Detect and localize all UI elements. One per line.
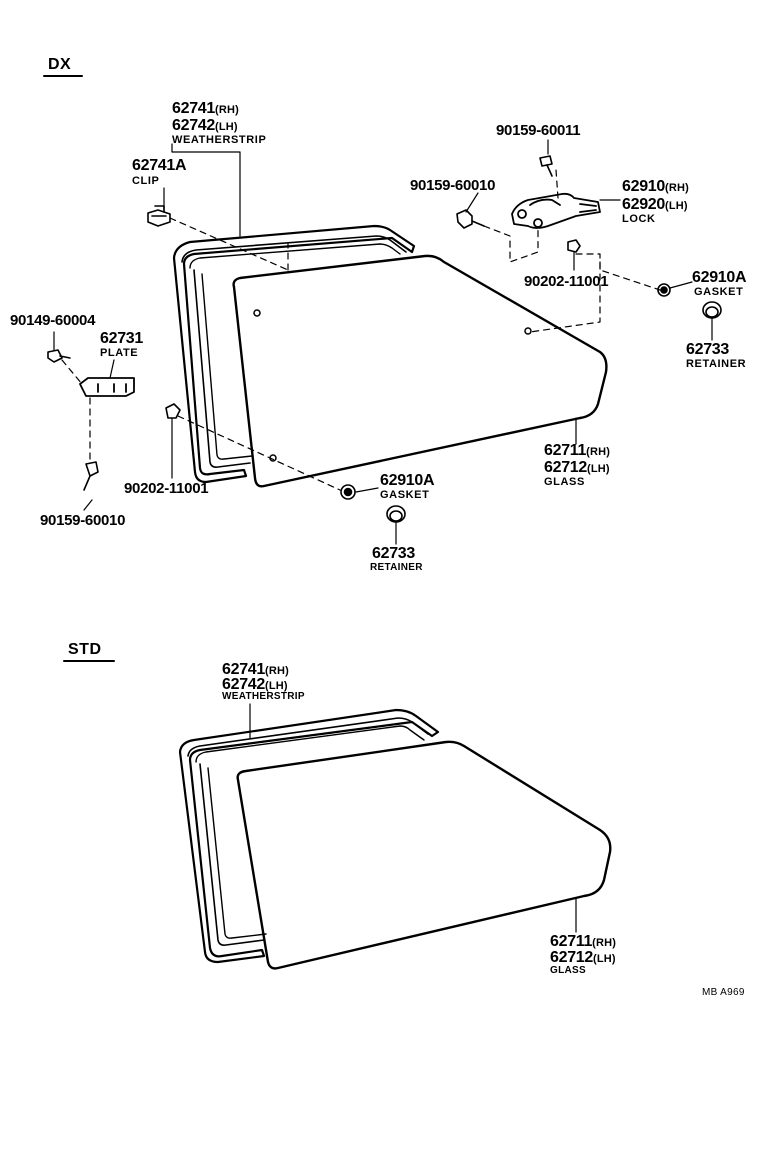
dx-washer-lower [165,403,181,419]
dx-weatherstrip [172,224,416,484]
dx-clip-part-number: 62741A [132,157,187,174]
std-glass-name: GLASS [550,965,586,976]
part-number: 62712 [544,459,587,476]
side-suffix: (LH) [665,200,688,212]
dx-bolt-plate-part-number: 90159-60010 [40,512,126,529]
std-weatherstrip-name: WEATHERSTRIP [222,691,305,702]
std-weatherstrip-rh-label: 62741(RH) [222,662,289,678]
part-number: 62741 [172,100,215,117]
dx-lock-lh-label: 62920(LH) [622,197,688,213]
dx-retainer-right-name: RETAINER [686,358,747,370]
dx-glass-rh-label: 62711(RH) [544,443,610,459]
part-number: 62920 [622,196,665,213]
dx-weatherstrip-rh-label: 62741(RH) [172,101,239,117]
dx-gasket-lower-name: GASKET [380,489,430,501]
dx-retainer-lower [386,505,406,523]
dx-plate-part-number: 62731 [100,330,143,347]
std-glass-lh-label: 62712(LH) [550,950,616,966]
side-suffix: (RH) [665,182,690,194]
dx-screw-plate [47,349,71,363]
dx-retainer-lower-name: RETAINER [370,562,423,573]
dx-washer-upper-part-number: 90202-11001 [524,273,609,290]
side-suffix: (LH) [265,680,288,692]
side-suffix: (RH) [586,446,611,458]
dx-plate-name: PLATE [100,347,139,359]
std-glass-rh-label: 62711(RH) [550,934,616,950]
part-number: 62712 [550,949,593,966]
dx-leader-lines [53,139,713,545]
dx-section-title: DX [48,56,72,73]
part-number: 62910 [622,178,665,195]
dx-clip [147,205,171,227]
dx-gasket-right-part-number: 62910A [692,269,747,286]
part-number: 62741 [222,661,265,678]
dx-plate [79,377,135,397]
part-number: 62742 [222,676,265,693]
part-number: 62711 [544,442,587,459]
dx-washer-lower-part-number: 90202-11001 [124,480,209,497]
dx-gasket-right [657,283,671,297]
std-weatherstrip [178,708,440,964]
dx-gasket-lower-part-number: 62910A [380,472,435,489]
dx-bolt-lock [456,209,485,229]
dx-retainer-right [702,301,722,319]
dx-glass-name: GLASS [544,476,585,488]
dx-glass-lh-label: 62712(LH) [544,460,610,476]
std-glass [236,740,612,970]
dx-clip-name: CLIP [132,175,160,187]
part-number: 62711 [550,933,593,950]
dx-lock-name: LOCK [622,213,656,225]
part-number: 62742 [172,117,215,134]
dx-bolt-plate [83,461,99,491]
dx-weatherstrip-lh-label: 62742(LH) [172,118,238,134]
dx-bolt-top [539,155,553,177]
dx-bolt-lock-part-number: 90159-60010 [410,177,496,194]
side-suffix: (RH) [215,104,240,116]
side-suffix: (RH) [265,665,290,677]
dx-gasket-right-name: GASKET [694,286,744,298]
std-section-title: STD [68,641,102,658]
dx-washer-upper [567,239,581,253]
std-leader-lines [249,703,577,933]
side-suffix: (LH) [593,953,616,965]
side-suffix: (RH) [592,937,617,949]
dx-lock [511,192,601,229]
side-suffix: (LH) [215,121,238,133]
dx-weatherstrip-name: WEATHERSTRIP [172,134,267,146]
dx-bolt-top-part-number: 90159-60011 [496,122,581,139]
side-suffix: (LH) [587,463,610,475]
dx-retainer-lower-part-number: 62733 [372,545,415,562]
dx-dashed-lines [61,169,661,491]
figure-code: MB A969 [702,987,745,998]
dx-retainer-right-part-number: 62733 [686,341,729,358]
dx-lock-rh-label: 62910(RH) [622,179,689,195]
dx-gasket-lower [340,484,356,500]
dx-screw-plate-part-number: 90149-60004 [10,312,96,329]
std-weatherstrip-lh-label: 62742(LH) [222,677,288,693]
